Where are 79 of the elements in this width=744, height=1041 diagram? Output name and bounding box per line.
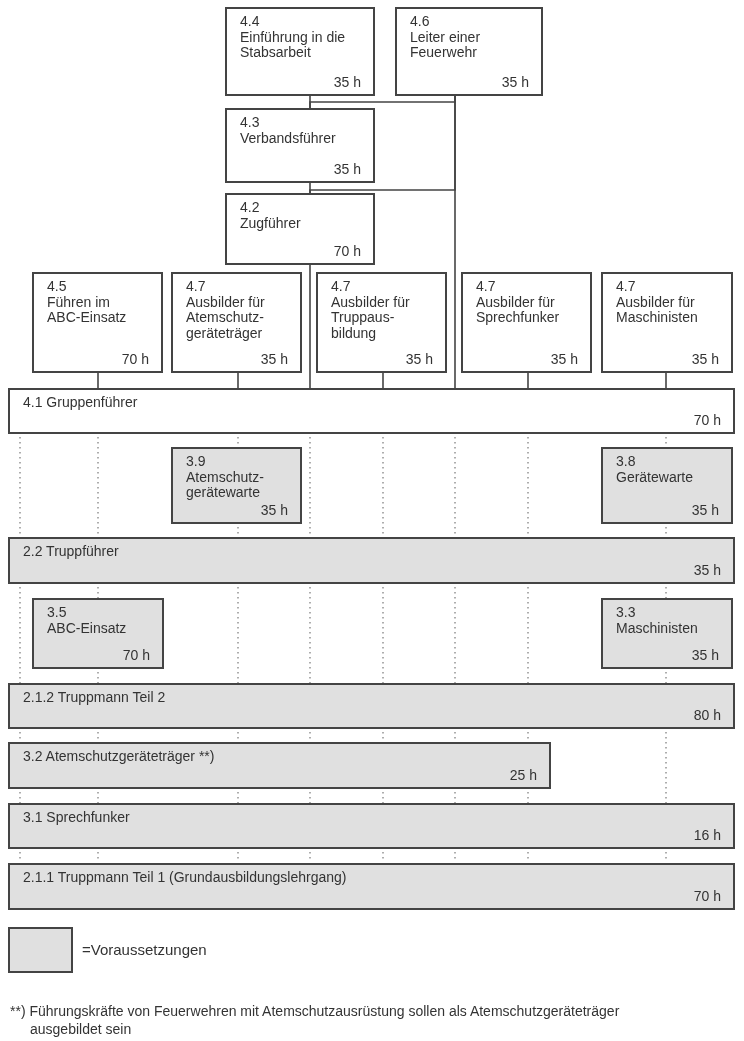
course-box — [601, 447, 733, 524]
duration-text: 35 h — [693, 563, 721, 579]
course-title: Einführung in die Stabsarbeit — [240, 29, 347, 61]
course-title: Maschinisten — [616, 620, 699, 637]
connector-line — [237, 372, 239, 389]
connector-line — [454, 95, 456, 389]
course-number: 4.5 — [47, 279, 68, 295]
course-box — [32, 598, 164, 669]
duration-text: 70 h — [693, 889, 721, 905]
course-box — [8, 537, 735, 584]
course-title: Ausbilder für Sprechfunker — [476, 294, 561, 326]
connector-line — [665, 372, 667, 389]
course-number: 3.8 — [616, 454, 637, 470]
course-number: 4.4 — [240, 14, 261, 30]
course-box — [171, 272, 302, 373]
connector-line — [309, 264, 311, 389]
course-title: 3.1 Sprechfunker — [23, 810, 131, 826]
course-title: 3.2 Atemschutzgeräteträger **) — [23, 749, 216, 765]
course-box — [8, 742, 551, 789]
connector-line — [527, 372, 529, 389]
course-box — [601, 598, 733, 669]
course-title: Zugführer — [240, 215, 302, 232]
course-box — [225, 7, 375, 96]
course-title: Gerätewarte — [616, 469, 695, 486]
duration-text: 35 h — [333, 162, 361, 178]
duration-text: 70 h — [122, 648, 150, 664]
course-number: 4.2 — [240, 200, 261, 216]
duration-text: 70 h — [693, 413, 721, 429]
course-title: Führen im ABC-Einsatz — [47, 294, 128, 326]
duration-text: 35 h — [691, 648, 719, 664]
course-title: 2.1.2 Truppmann Teil 2 — [23, 690, 167, 706]
course-box — [8, 803, 735, 849]
duration-text: 35 h — [260, 503, 288, 519]
course-title: 4.1 Gruppenführer — [23, 395, 139, 411]
course-box — [461, 272, 592, 373]
course-number: 4.3 — [240, 115, 261, 131]
course-box — [601, 272, 733, 373]
course-box — [316, 272, 447, 373]
course-title: Ausbilder für Truppaus- bildung — [331, 294, 411, 342]
duration-text: 35 h — [333, 75, 361, 91]
duration-text: 35 h — [550, 352, 578, 368]
course-box — [395, 7, 543, 96]
duration-text: 70 h — [333, 244, 361, 260]
course-box — [32, 272, 163, 373]
course-number: 4.7 — [186, 279, 207, 295]
course-box — [225, 108, 375, 183]
footnote: **) Führungskräfte von Feuerwehren mit Atemschutzausrüstung sollen als Atemschutzgeräteträger ausgebildet sein — [10, 1002, 621, 1039]
duration-text: 25 h — [509, 768, 537, 784]
course-title: Atemschutz- gerätewarte — [186, 469, 265, 501]
duration-text: 35 h — [501, 75, 529, 91]
connector-line — [382, 372, 384, 389]
course-number: 3.5 — [47, 605, 68, 621]
course-box — [225, 193, 375, 265]
duration-text: 70 h — [121, 352, 149, 368]
course-box — [8, 863, 735, 910]
course-box — [8, 683, 735, 729]
connector-line — [97, 372, 99, 389]
course-title: Ausbilder für Maschinisten — [616, 294, 699, 326]
course-number: 4.7 — [616, 279, 637, 295]
duration-text: 35 h — [691, 503, 719, 519]
duration-text: 35 h — [405, 352, 433, 368]
course-number: 4.6 — [410, 14, 431, 30]
course-number: 4.7 — [331, 279, 352, 295]
course-title: ABC-Einsatz — [47, 620, 128, 637]
course-box — [8, 388, 735, 434]
duration-text: 80 h — [693, 708, 721, 724]
legend-label: =Voraussetzungen — [82, 941, 207, 958]
course-title: Leiter einer Feuerwehr — [410, 29, 482, 61]
duration-text: 35 h — [260, 352, 288, 368]
course-box — [171, 447, 302, 524]
duration-text: 35 h — [691, 352, 719, 368]
course-title: 2.2 Truppführer — [23, 544, 120, 560]
course-number: 3.9 — [186, 454, 207, 470]
course-title: Verbandsführer — [240, 130, 337, 147]
duration-text: 16 h — [693, 828, 721, 844]
course-number: 4.7 — [476, 279, 497, 295]
course-title: Ausbilder für Atemschutz- geräteträger — [186, 294, 266, 342]
course-title: 2.1.1 Truppmann Teil 1 (Grundausbildungslehrgang) — [23, 870, 348, 886]
course-number: 3.3 — [616, 605, 637, 621]
